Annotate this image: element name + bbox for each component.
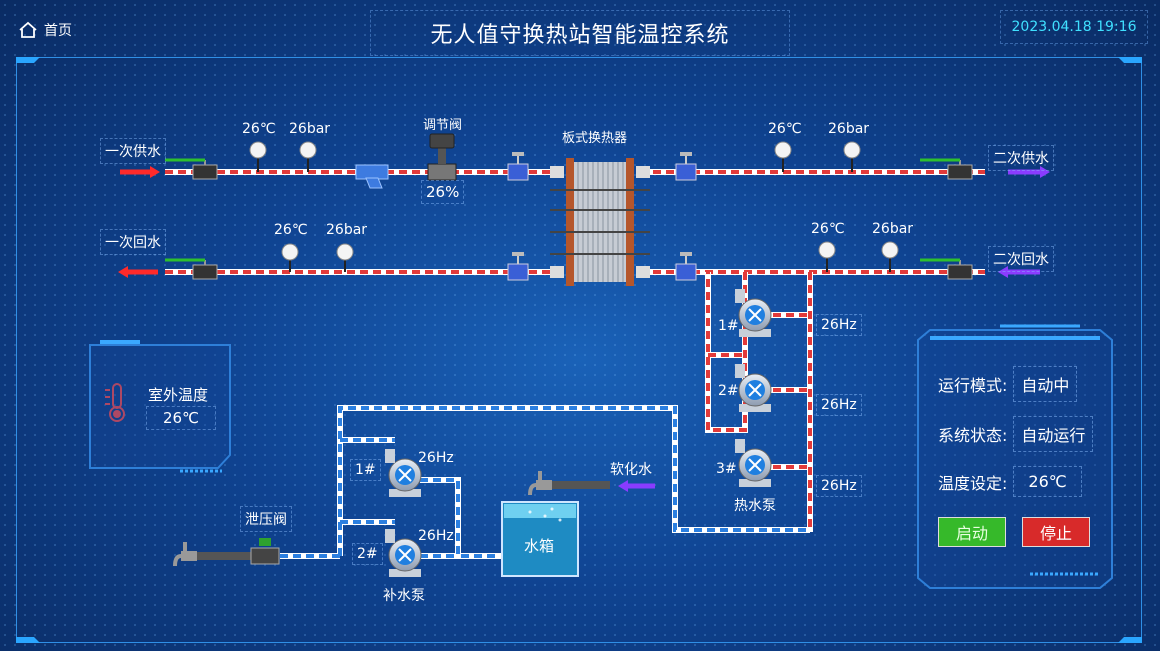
- makeup-loop-pipe: [280, 405, 810, 559]
- home-label: 首页: [44, 23, 72, 39]
- secondary-return-label: 二次回水: [988, 246, 1054, 272]
- primary-supply-temp: 26℃: [242, 121, 276, 137]
- faucet-icons: [173, 471, 610, 567]
- run-mode-label: 运行模式:: [938, 376, 1008, 395]
- outdoor-temp-label: 室外温度: [148, 386, 209, 404]
- run-mode-value: 自动中: [1013, 366, 1078, 402]
- soft-water-label: 软化水: [610, 462, 652, 478]
- hot-pump-label: 热水泵: [734, 498, 776, 514]
- hot-pump-manifold: [705, 272, 813, 532]
- strainer-icon: [355, 164, 389, 189]
- page-title: 无人值守换热站智能温控系统: [370, 10, 790, 56]
- makeup-pump-1-id: 1#: [350, 459, 381, 481]
- stop-button[interactable]: 停止: [1022, 517, 1090, 547]
- makeup-pump-label: 补水泵: [383, 588, 425, 604]
- butterfly-valves: [507, 152, 697, 281]
- valve-opening-value: 26%: [421, 180, 465, 204]
- primary-return-temp: 26℃: [274, 222, 308, 238]
- primary-return-label: 一次回水: [100, 229, 166, 255]
- thermometer-icon: [105, 383, 125, 422]
- home-icon: [19, 21, 37, 38]
- makeup-pump-1-freq: 26Hz: [418, 450, 454, 466]
- primary-supply-pressure: 26bar: [289, 121, 331, 137]
- makeup-pump-2-freq: 26Hz: [418, 528, 454, 544]
- home-button[interactable]: 首页: [18, 20, 72, 40]
- temp-setpoint-row: 温度设定: 26℃: [938, 466, 1082, 497]
- makeup-pump-2-id: 2#: [352, 543, 383, 565]
- hot-water-pumps: [735, 289, 772, 487]
- frame-corners: [16, 57, 1142, 643]
- system-status-label: 系统状态:: [938, 426, 1008, 445]
- hot-pump-3-id: 3#: [716, 461, 737, 477]
- secondary-return-temp: 26℃: [811, 221, 845, 237]
- run-mode-row: 运行模式: 自动中: [938, 366, 1078, 402]
- hot-pump-2-id: 2#: [718, 383, 739, 399]
- hot-pump-3-freq: 26Hz: [816, 475, 862, 497]
- relief-valve-label: 泄压阀: [240, 506, 292, 532]
- datetime-display: 2023.04.18 19:16: [1000, 10, 1148, 44]
- main-frame: [16, 57, 1142, 643]
- water-tank-label: 水箱: [524, 537, 555, 555]
- system-status-value: 自动运行: [1013, 416, 1094, 452]
- secondary-supply-label: 二次供水: [988, 145, 1054, 171]
- ball-valves: [165, 158, 973, 280]
- plate-heat-exchanger: [550, 158, 650, 286]
- pressure-gauges: [249, 141, 899, 272]
- hot-pump-2-freq: 26Hz: [816, 394, 862, 416]
- flow-arrows: [118, 166, 1050, 492]
- primary-return-pressure: 26bar: [326, 222, 368, 238]
- outdoor-panel-frame: [89, 340, 231, 473]
- temp-setpoint-label: 温度设定:: [938, 473, 1008, 493]
- makeup-water-pumps: [385, 449, 422, 577]
- regulating-valve-icon: [427, 133, 457, 181]
- outdoor-temp-value: 26℃: [146, 406, 216, 430]
- hot-pump-1-id: 1#: [718, 318, 739, 334]
- secondary-supply-temp: 26℃: [768, 121, 802, 137]
- temp-setpoint-value[interactable]: 26℃: [1013, 466, 1082, 497]
- heat-exchanger-label: 板式换热器: [562, 131, 628, 146]
- hot-pump-1-freq: 26Hz: [816, 314, 862, 336]
- primary-supply-label: 一次供水: [100, 138, 166, 164]
- system-status-row: 系统状态: 自动运行: [938, 416, 1094, 452]
- start-button[interactable]: 启动: [938, 517, 1006, 547]
- regulating-valve-label: 调节阀: [423, 118, 463, 133]
- secondary-supply-pressure: 26bar: [828, 121, 870, 137]
- secondary-return-pressure: 26bar: [872, 221, 914, 237]
- water-tank-icon: [501, 501, 579, 577]
